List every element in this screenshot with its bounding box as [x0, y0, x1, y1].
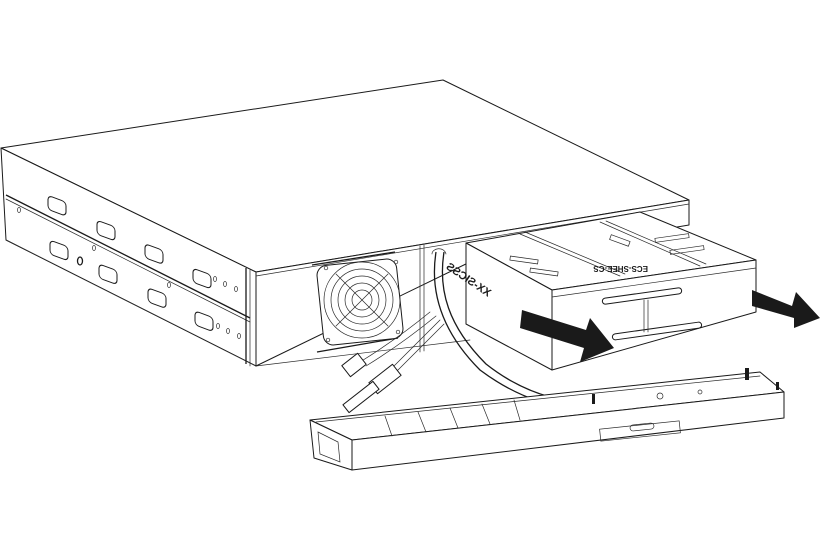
- bezel-long-face: [351, 391, 785, 471]
- mounting-holes: [17, 207, 241, 339]
- front-bezel: [309, 368, 785, 471]
- battery-handle-upper: [601, 287, 683, 305]
- pull-arrow-2: [752, 290, 820, 328]
- cooling-fan: [316, 258, 404, 346]
- bezel-screw-2: [745, 368, 749, 380]
- pull-arrows: [520, 290, 820, 362]
- bezel-screw-3: [776, 382, 779, 390]
- cable-connector-1: [341, 352, 367, 378]
- bezel-screw-1: [592, 394, 595, 404]
- pull-arrow-1: [520, 310, 614, 362]
- battery-handle-lower: [611, 321, 703, 341]
- rack-handle-slots: [47, 196, 214, 331]
- battery-top-label: ECS-SHEE-CS: [593, 264, 648, 273]
